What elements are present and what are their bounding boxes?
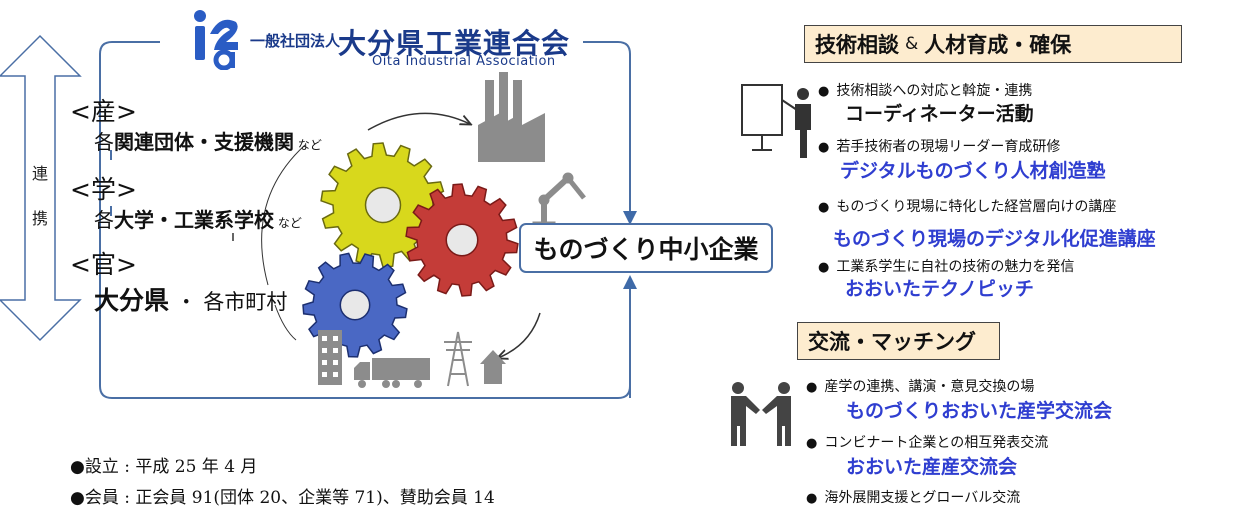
sector-academia-line: 各大学・工業系学校 など — [94, 204, 302, 233]
sector-government-suffix: ・ 各市町村 — [169, 290, 288, 314]
item-program: おおいたテクノピッチ — [845, 278, 1034, 300]
section-title-exchange: 交流・マッチング — [797, 322, 1000, 360]
item-program: デジタルものづくり人材創造塾 — [840, 160, 1106, 182]
item-program: ものづくり現場のデジタル化促進講座 — [833, 228, 1156, 250]
sector-industry-prefix: 各 — [94, 130, 114, 154]
section-title-consulting-amp: & — [905, 34, 919, 54]
side-label-2: 携 — [32, 209, 49, 228]
section-title-consulting: 技術相談&人材育成・確保 — [804, 25, 1182, 63]
robot-arm-icon — [532, 172, 586, 231]
info-established: ●設立 : 平成 25 年 4 月 — [70, 457, 258, 477]
sector-industry-bold: 関連団体・支援機関 — [114, 130, 294, 154]
handshake-icon — [731, 382, 791, 446]
house-icon — [480, 350, 506, 384]
sector-government-bold: 大分県 — [94, 286, 170, 315]
item-program: コーディネーター活動 — [845, 103, 1034, 125]
item-program: おおいた産産交流会 — [846, 456, 1018, 478]
sector-industry-suffix: など — [294, 138, 322, 152]
sector-academia-heading: <学> — [70, 175, 137, 204]
association-frame — [99, 41, 631, 399]
frame-arrow-down — [583, 41, 637, 225]
org-name-en: Oita Industrial Association — [372, 54, 556, 69]
sector-government-heading: <官> — [70, 250, 137, 279]
curved-arrow-bottom — [498, 312, 541, 358]
truck-icon — [354, 358, 430, 388]
curved-line-left-lower — [274, 304, 297, 341]
item-program: ものづくりおおいた産学交流会 — [846, 400, 1113, 422]
sector-academia-bold: 大学・工業系学校 — [114, 208, 274, 232]
gear-red-icon — [405, 183, 519, 297]
item-desc: 若手技術者の現場リーダー育成研修 — [818, 136, 1060, 156]
association-logo — [194, 10, 238, 70]
item-desc: 海外展開支援とグローバル交流 — [806, 487, 1020, 507]
sector-academia-prefix: 各 — [94, 208, 114, 232]
org-name: 大分県工業連合会 — [338, 27, 571, 60]
sector-industry-line: 各関連団体・支援機関 など — [94, 126, 322, 155]
cooperation-double-arrow — [0, 34, 82, 342]
side-label-1: 連 — [32, 164, 49, 183]
org-prefix: 一般社団法人 — [250, 32, 341, 50]
item-desc: 工業系学生に自社の技術の魅力を発信 — [818, 256, 1074, 276]
presenter-icon — [741, 84, 811, 158]
curved-arrow-top — [367, 112, 470, 131]
curved-line-left — [261, 144, 306, 286]
item-desc: コンビナート企業との相互発表交流 — [806, 432, 1048, 452]
item-desc: 技術相談への対応と斡旋・連携 — [818, 80, 1032, 100]
building-icon — [318, 330, 342, 385]
info-members: ●会員 : 正会員 91(団体 20、企業等 71)、賛助会員 14 — [70, 488, 495, 508]
sme-box: ものづくり中小企業 — [519, 223, 773, 273]
item-desc: 産学の連携、講演・意見交換の場 — [806, 376, 1034, 396]
section-title-consulting-a: 技術相談 — [815, 33, 899, 57]
sector-academia-suffix: など — [274, 216, 302, 230]
item-desc: ものづくり現場に特化した経営層向けの講座 — [818, 196, 1116, 216]
sector-government-line: 大分県 ・ 各市町村 — [94, 281, 287, 317]
sector-industry-heading: <産> — [70, 97, 137, 126]
section-title-consulting-b: 人材育成・確保 — [924, 33, 1072, 57]
power-tower-icon — [444, 331, 472, 387]
factory-icon — [478, 72, 545, 162]
